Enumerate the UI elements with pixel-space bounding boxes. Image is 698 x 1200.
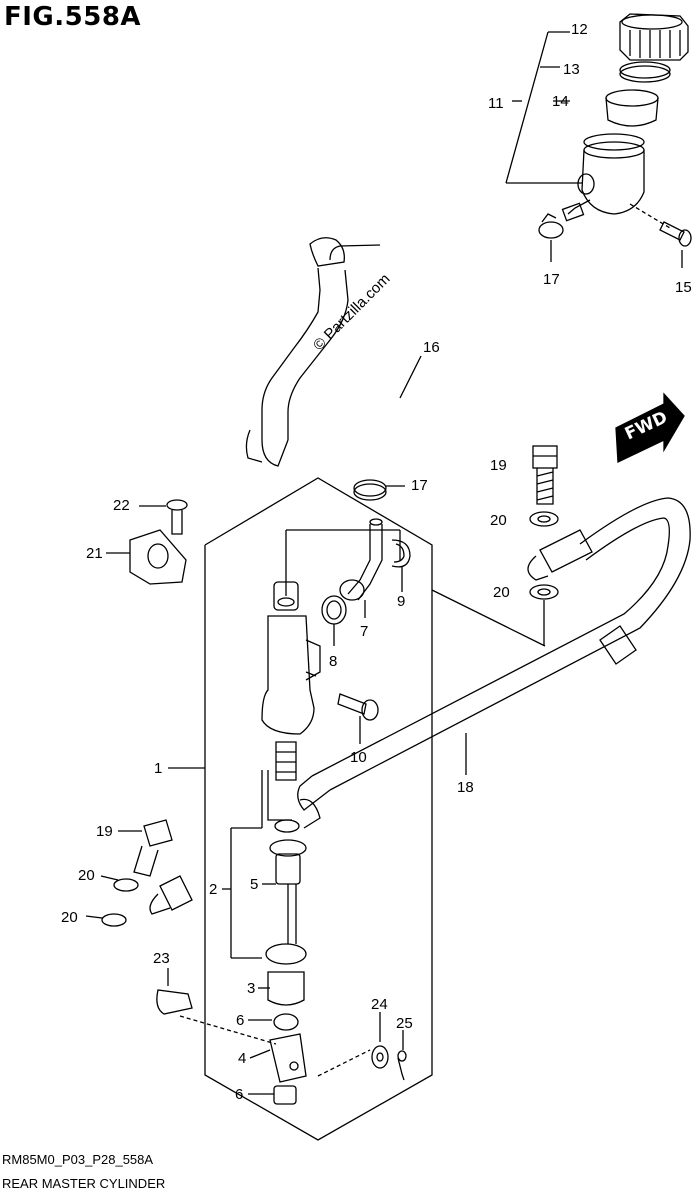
callout-19-lower: 19	[96, 823, 113, 840]
callout-3: 3	[247, 980, 256, 997]
bracket-11	[505, 31, 583, 184]
callout-4: 4	[238, 1050, 247, 1067]
callout-19-top: 19	[490, 457, 507, 474]
hose-clamp-bottom	[353, 479, 405, 501]
callout-11: 11	[488, 95, 504, 112]
callout-16: 16	[423, 339, 440, 356]
hose-fitting-7	[339, 518, 383, 618]
callout-25: 25	[396, 1015, 413, 1032]
callout-23: 23	[153, 950, 170, 967]
master-cylinder-body	[261, 581, 321, 735]
callout-9: 9	[397, 593, 406, 610]
washer-20d	[85, 913, 127, 927]
piston-assembly	[265, 741, 307, 1105]
washer-20b	[529, 584, 559, 600]
reservoir-hose	[245, 237, 381, 467]
callout-17-bottom: 17	[411, 477, 428, 494]
callout-21: 21	[86, 545, 103, 562]
callout-1: 1	[154, 760, 163, 777]
callout-24: 24	[371, 996, 388, 1013]
callout-8: 8	[329, 653, 338, 670]
hose-clamp-top	[538, 213, 564, 262]
brake-hose	[297, 497, 691, 811]
cotter-pin-25	[397, 1030, 407, 1081]
washer-20c	[100, 875, 139, 892]
callout-20-top: 20	[490, 512, 507, 529]
hose-end-left	[149, 798, 321, 915]
reservoir-cap	[619, 13, 689, 61]
reservoir-body	[561, 133, 645, 222]
fwd-arrow	[615, 392, 685, 464]
banjo-bolt-lower	[118, 819, 173, 877]
screw-15	[629, 203, 692, 268]
washer-20a	[529, 511, 559, 527]
figure-title: FIG.558A	[4, 2, 142, 32]
callout-2: 2	[209, 881, 218, 898]
banjo-bolt-top	[532, 445, 558, 505]
bolt-10	[337, 693, 379, 744]
callout-12: 12	[571, 21, 588, 38]
callout-5: 5	[250, 876, 259, 893]
callout-14: 14	[552, 93, 569, 110]
callout-20-left-bottom: 20	[61, 909, 78, 926]
figure-name: REAR MASTER CYLINDER	[2, 1176, 166, 1191]
circlip-9	[391, 539, 411, 592]
pin-23	[156, 989, 193, 1015]
o-ring-8	[321, 595, 347, 646]
assembly-frame-1	[168, 477, 546, 1141]
callout-20-left-top: 20	[78, 867, 95, 884]
callout-17-top: 17	[543, 271, 560, 288]
callout-13: 13	[563, 61, 580, 78]
callout-20-mid: 20	[493, 584, 510, 601]
reservoir-diaphragm	[605, 89, 659, 127]
leaders	[167, 968, 274, 1095]
callout-7: 7	[360, 623, 369, 640]
bracket-2	[222, 827, 276, 989]
washer-24	[371, 1012, 389, 1069]
callout-6-upper: 6	[236, 1012, 245, 1029]
callout-6-lower: 6	[235, 1086, 244, 1103]
screw-22	[139, 499, 188, 535]
callout-10: 10	[350, 749, 367, 766]
callout-15: 15	[675, 279, 692, 296]
callout-18: 18	[457, 779, 474, 796]
figure-code: RM85M0_P03_P28_558A	[2, 1152, 154, 1167]
bracket-21	[106, 529, 187, 585]
callout-22: 22	[113, 497, 130, 514]
reservoir-plate	[619, 61, 671, 83]
